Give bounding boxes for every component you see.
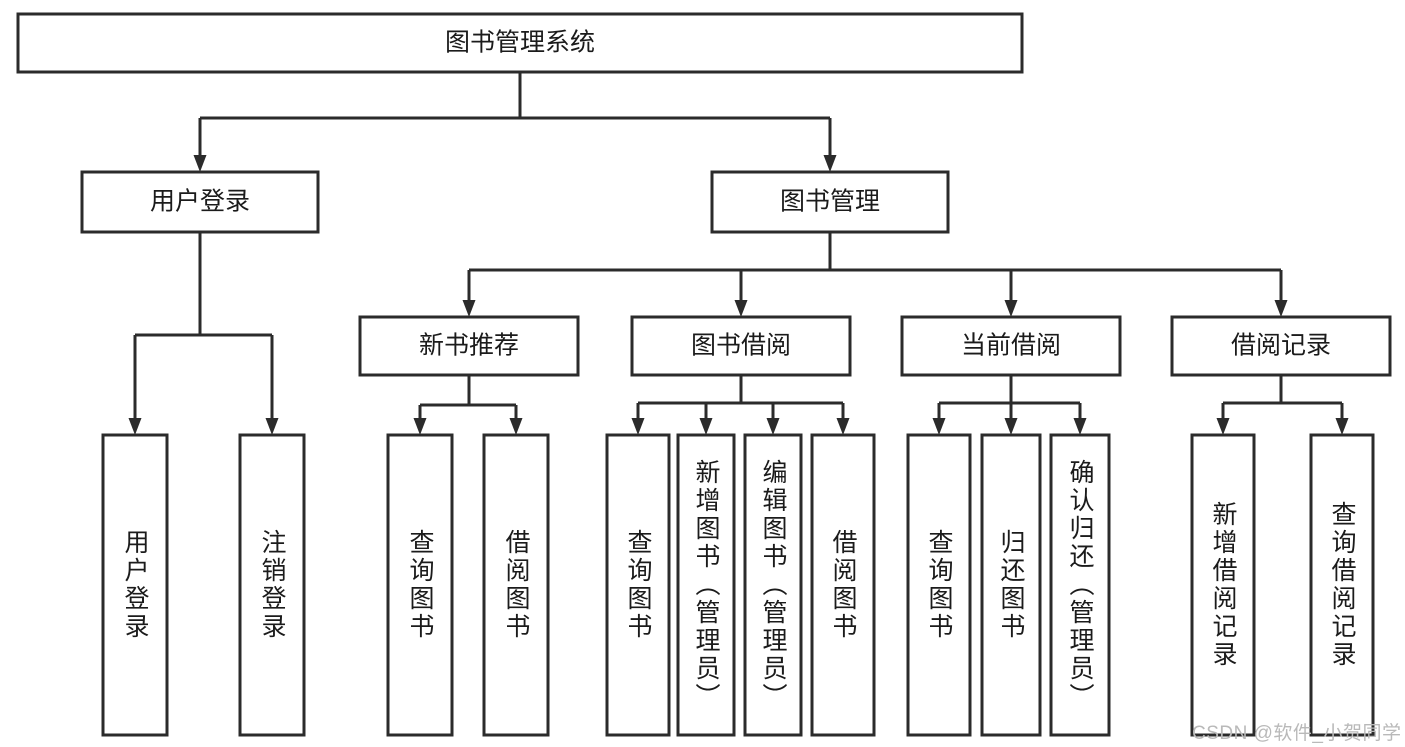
node-box-user-login[interactable]: [80, 170, 320, 234]
node-label-current-borrow: 当前借阅: [961, 332, 1061, 360]
arrow-head-icon: [1216, 418, 1230, 435]
node-box-leaf-query-book-2[interactable]: [605, 433, 671, 737]
node-box-leaf-borrow-book-1[interactable]: [482, 433, 550, 737]
arrow-head-icon: [836, 418, 850, 435]
node-box-leaf-query-book-3[interactable]: [906, 433, 972, 737]
node-box-leaf-user-login[interactable]: [101, 433, 169, 737]
node-box-leaf-add-record[interactable]: [1190, 433, 1256, 737]
node-box-book-borrow[interactable]: [630, 315, 852, 377]
arrow-head-icon: [631, 418, 645, 435]
node-box-book-manage[interactable]: [710, 170, 950, 234]
node-label-new-book-rec: 新书推荐: [419, 332, 519, 360]
arrow-head-icon: [413, 418, 427, 435]
node-label-user-login: 用户登录: [150, 188, 250, 216]
node-label-book-borrow: 图书借阅: [691, 332, 791, 360]
node-box-leaf-logout[interactable]: [238, 433, 306, 737]
node-box-current-borrow[interactable]: [900, 315, 1122, 377]
node-box-leaf-add-book[interactable]: [676, 433, 736, 737]
arrow-head-icon: [193, 155, 207, 172]
arrow-head-icon: [509, 418, 523, 435]
arrow-head-icon: [128, 418, 142, 435]
arrow-head-icon: [462, 300, 476, 317]
node-label-borrow-record: 借阅记录: [1231, 332, 1331, 360]
arrow-head-icon: [699, 418, 713, 435]
arrow-head-icon: [265, 418, 279, 435]
node-box-root[interactable]: [16, 12, 1024, 74]
node-box-new-book-rec[interactable]: [358, 315, 580, 377]
connector-layer: [128, 72, 1349, 435]
arrow-head-icon: [1335, 418, 1349, 435]
node-box-leaf-borrow-book-2[interactable]: [810, 433, 876, 737]
node-box-leaf-return-book[interactable]: [980, 433, 1042, 737]
node-box-leaf-query-book-1[interactable]: [386, 433, 454, 737]
node-box-borrow-record[interactable]: [1170, 315, 1392, 377]
node-box-leaf-edit-book[interactable]: [743, 433, 803, 737]
arrow-head-icon: [1004, 300, 1018, 317]
arrow-head-icon: [734, 300, 748, 317]
arrow-head-icon: [766, 418, 780, 435]
arrow-head-icon: [932, 418, 946, 435]
node-label-book-manage: 图书管理: [780, 188, 880, 216]
arrow-head-icon: [1274, 300, 1288, 317]
watermark-text: CSDN @软件_小贺同学: [1192, 723, 1402, 744]
node-label-root: 图书管理系统: [445, 29, 595, 57]
node-box-leaf-query-record[interactable]: [1309, 433, 1375, 737]
arrow-head-icon: [1073, 418, 1087, 435]
arrow-head-icon: [823, 155, 837, 172]
node-box-leaf-confirm-return[interactable]: [1049, 433, 1111, 737]
arrow-head-icon: [1004, 418, 1018, 435]
